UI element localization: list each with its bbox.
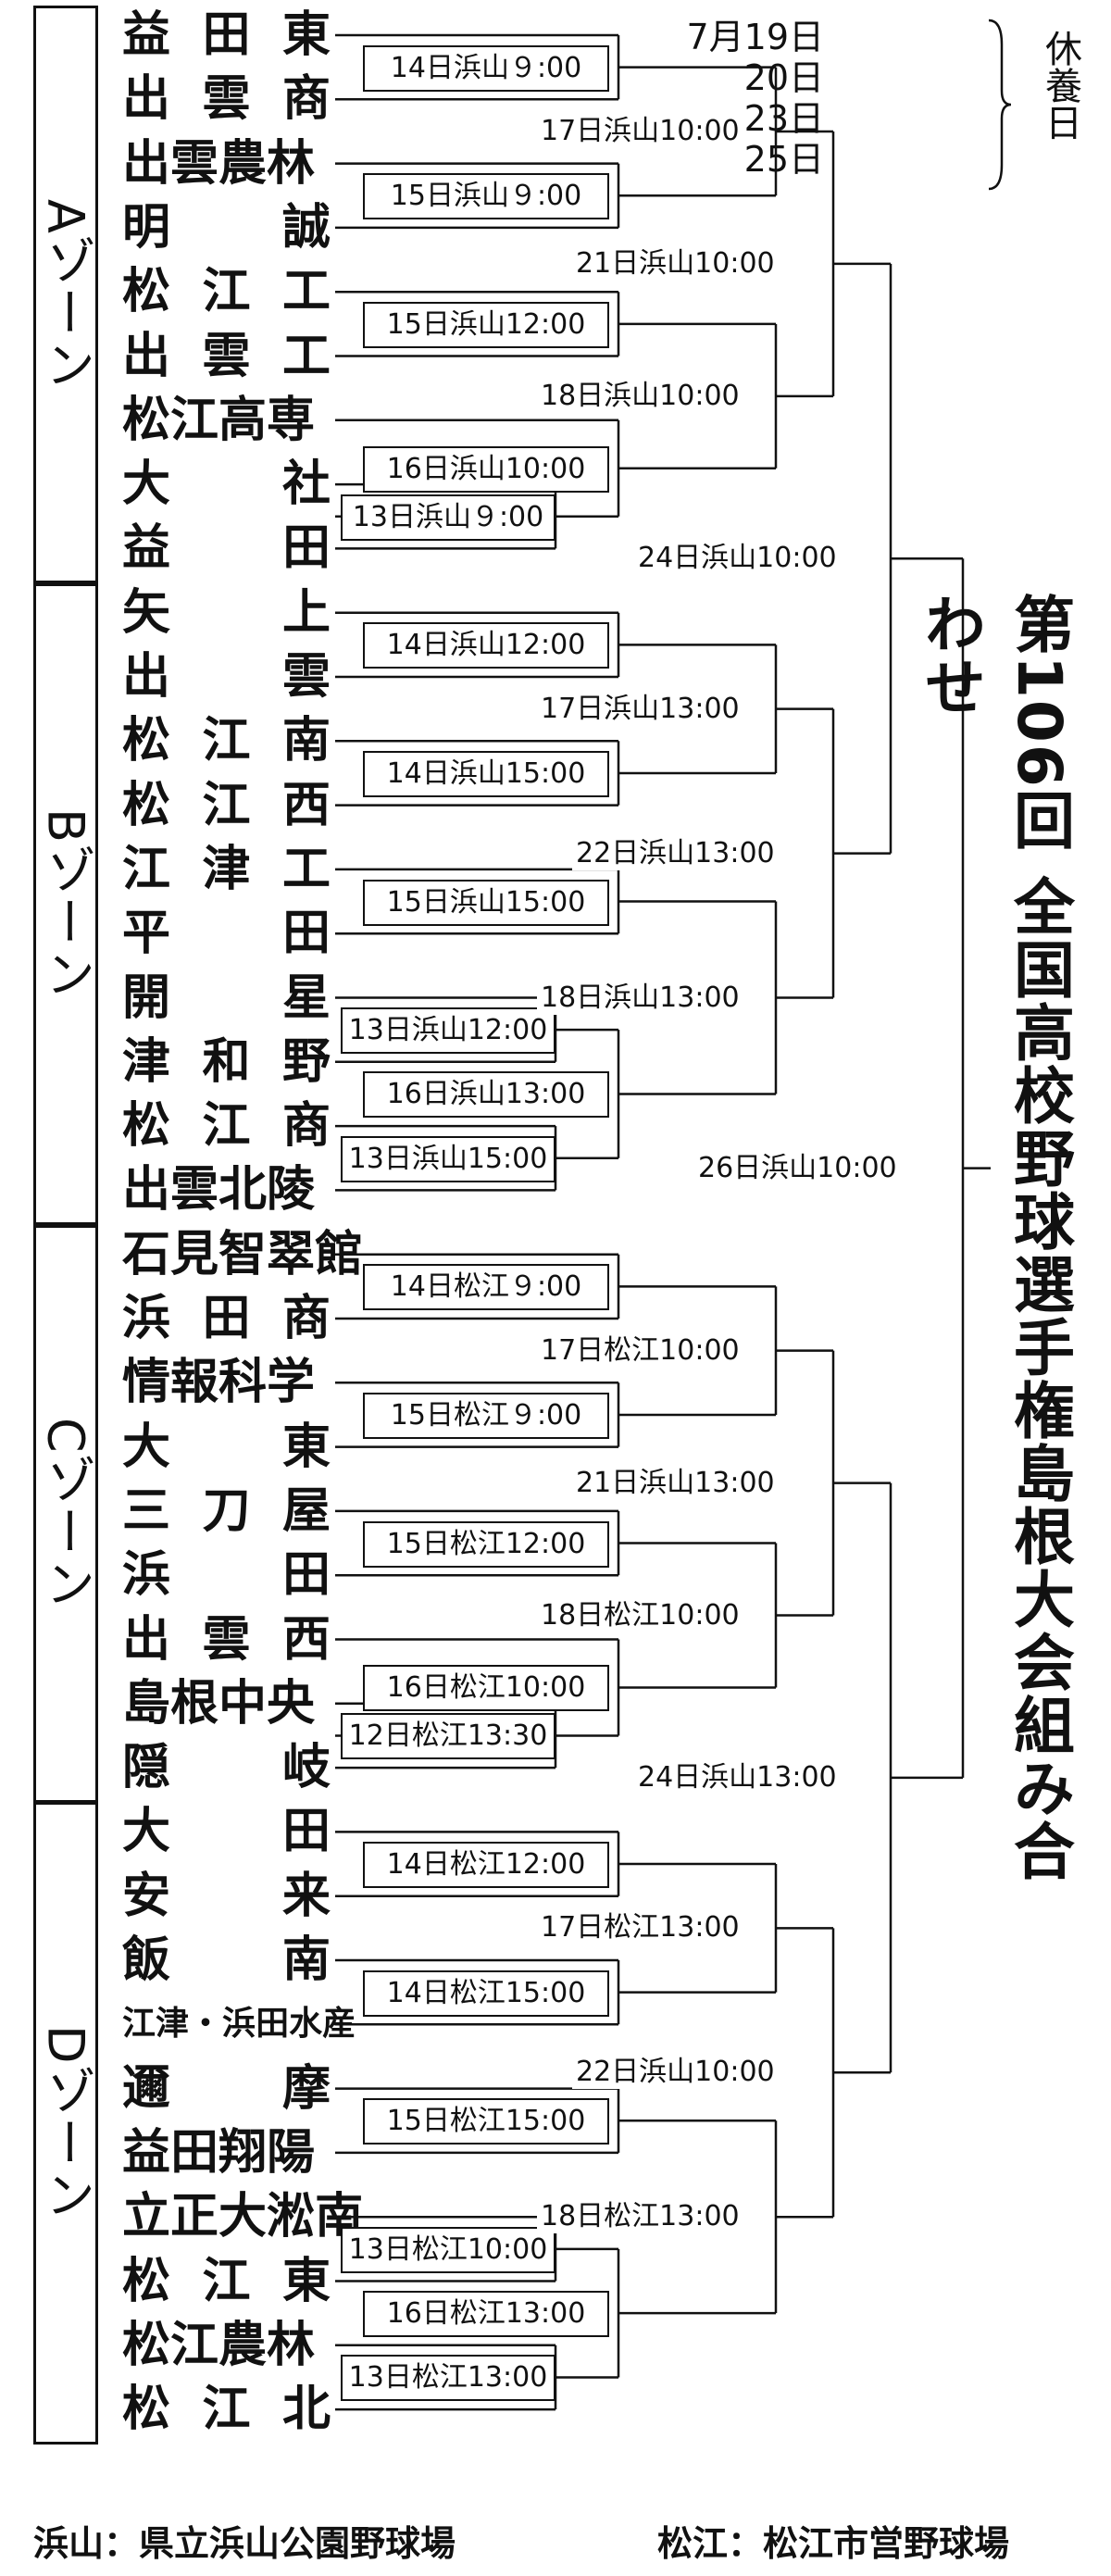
- team-name: 飯南: [122, 1932, 331, 1988]
- game-label: 17日松江10:00: [537, 1333, 743, 1368]
- game-label: 17日浜山10:00: [537, 114, 743, 148]
- game-slot: 13日浜山９:00: [341, 494, 556, 541]
- team-name: 松江西: [122, 777, 331, 833]
- game-label: 17日浜山13:00: [537, 692, 743, 726]
- zone-box: Cゾーン: [33, 1224, 98, 1804]
- zone-box: Dゾーン: [33, 1802, 98, 2445]
- team-name: 浜田商: [122, 1291, 331, 1346]
- game-slot: 16日松江13:00: [363, 2291, 609, 2338]
- game-slot: 14日浜山12:00: [363, 622, 609, 669]
- game-slot: 14日松江12:00: [363, 1842, 609, 1889]
- team-name: 浜田: [122, 1547, 331, 1604]
- game-slot: 14日松江９:00: [363, 1264, 609, 1311]
- team-name: 出雲商: [122, 71, 331, 128]
- team-name: 松江南: [122, 713, 331, 769]
- game-label: 18日浜山13:00: [537, 981, 743, 1015]
- game-label: 26日浜山10:00: [694, 1151, 901, 1185]
- team-name: 出雲工: [122, 328, 331, 384]
- team-name: 矢上: [122, 584, 331, 641]
- team-name: 三刀屋: [122, 1482, 331, 1539]
- game-slot: 13日浜山12:00: [341, 1007, 556, 1055]
- game-slot: 15日松江９:00: [363, 1392, 609, 1439]
- team-name: 隠岐: [122, 1740, 331, 1796]
- page-title: 第106回 全国高校野球選手権島根大会組み合わせ: [915, 593, 1075, 1882]
- team-name: 大田: [122, 1804, 331, 1860]
- team-name: 益田東: [122, 7, 331, 63]
- game-label: 24日浜山10:00: [634, 542, 841, 576]
- game-slot: 15日浜山12:00: [363, 301, 609, 348]
- game-slot: 15日松江12:00: [363, 1520, 609, 1568]
- zone-label: Cゾーン: [36, 1418, 95, 1610]
- game-label: 18日浜山10:00: [537, 379, 743, 413]
- team-name: 島根中央: [122, 1675, 316, 1732]
- team-name: 江津工: [122, 841, 331, 897]
- game-slot: 15日松江15:00: [363, 2098, 609, 2145]
- rest-days-label: 休養日: [1039, 30, 1081, 141]
- zone-box: Bゾーン: [33, 582, 98, 1226]
- team-name: 出雲北陵: [122, 1162, 316, 1219]
- game-slot: 16日松江10:00: [363, 1665, 609, 1712]
- team-name: 松江工: [122, 264, 331, 320]
- team-name: 大東: [122, 1419, 331, 1475]
- team-name: 立正大淞南: [122, 2189, 364, 2245]
- rest-days-brace: [988, 19, 1012, 191]
- game-slot: 14日浜山15:00: [363, 750, 609, 797]
- rest-date: 23日: [743, 98, 824, 139]
- team-name: 開星: [122, 969, 331, 1026]
- game-label: 22日浜山13:00: [572, 836, 779, 870]
- game-slot: 14日浜山９:00: [363, 44, 609, 92]
- game-label: 22日浜山10:00: [572, 2056, 779, 2090]
- team-name: 江津・浜田水産: [122, 2005, 356, 2044]
- team-name: 松江東: [122, 2253, 331, 2309]
- team-name: 平田: [122, 906, 331, 962]
- venue-note-matsue: 松江：松江市営野球場: [657, 2523, 1010, 2564]
- game-label: 18日松江13:00: [537, 2200, 743, 2234]
- rest-date: 25日: [743, 139, 824, 180]
- team-name: 石見智翠館: [122, 1226, 364, 1282]
- game-slot: 14日松江15:00: [363, 1970, 609, 2017]
- game-label: 21日浜山13:00: [572, 1466, 779, 1500]
- team-name: 出雲西: [122, 1611, 331, 1668]
- game-slot: 12日松江13:30: [341, 1713, 556, 1760]
- zone-box: Aゾーン: [33, 6, 98, 584]
- game-slot: 13日浜山15:00: [341, 1135, 556, 1182]
- team-name: 松江商: [122, 1098, 331, 1155]
- team-name: 津和野: [122, 1033, 331, 1090]
- zone-label: Aゾーン: [36, 198, 95, 391]
- zone-label: Dゾーン: [36, 2025, 95, 2222]
- game-slot: 16日浜山10:00: [363, 445, 609, 493]
- team-name: 出雲: [122, 649, 331, 705]
- team-name: 益田翔陽: [122, 2124, 316, 2181]
- rest-date: 7月19日: [686, 17, 824, 57]
- team-name: 出雲農林: [122, 135, 316, 192]
- zone-label: Bゾーン: [36, 808, 95, 1001]
- team-name: 大社: [122, 456, 331, 513]
- game-slot: 15日浜山15:00: [363, 879, 609, 926]
- game-label: 21日浜山10:00: [572, 246, 779, 281]
- game-label: 24日浜山13:00: [634, 1760, 841, 1794]
- game-slot: 15日浜山９:00: [363, 173, 609, 220]
- team-name: 松江北: [122, 2382, 331, 2438]
- team-name: 明誠: [122, 199, 331, 256]
- team-name: 邇摩: [122, 2060, 331, 2117]
- game-label: 17日松江13:00: [537, 1911, 743, 1945]
- venue-note-hamayama: 浜山：県立浜山公園野球場: [33, 2523, 456, 2564]
- team-name: 安来: [122, 1868, 331, 1924]
- game-slot: 16日浜山13:00: [363, 1071, 609, 1119]
- rest-date: 20日: [743, 57, 824, 98]
- team-name: 松江高専: [122, 392, 316, 448]
- game-slot: 13日松江10:00: [341, 2226, 556, 2273]
- game-label: 18日松江10:00: [537, 1598, 743, 1632]
- team-name: 松江農林: [122, 2317, 316, 2373]
- team-name: 情報科学: [122, 1355, 316, 1411]
- game-slot: 13日松江13:00: [341, 2355, 556, 2402]
- team-name: 益田: [122, 520, 331, 577]
